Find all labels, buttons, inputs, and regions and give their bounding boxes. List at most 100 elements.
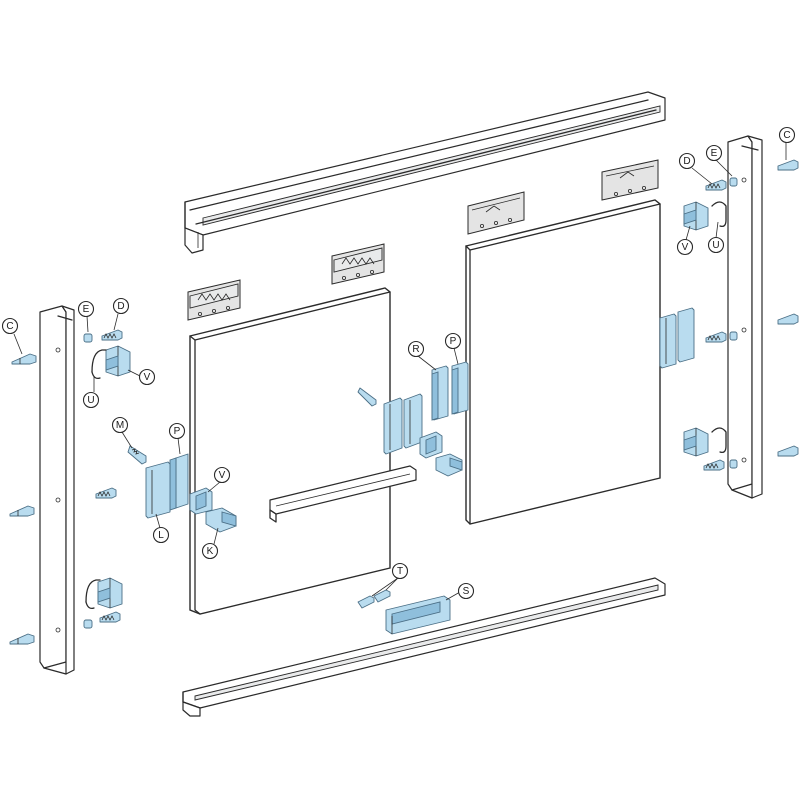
- callout-label: L: [158, 530, 164, 541]
- guide-u-right-bottom: [711, 427, 727, 454]
- callout-v-mid: V: [213, 466, 231, 484]
- washer-e-left: [83, 333, 93, 629]
- callout-u-left: U: [82, 391, 100, 409]
- callout-circle: [77, 300, 95, 318]
- wall-plug-c-1: [11, 353, 37, 365]
- callout-circle: [407, 340, 425, 358]
- callout-k-mid: K: [201, 542, 219, 560]
- callout-label: U: [87, 395, 94, 406]
- right-wall-plugs: [777, 159, 799, 457]
- hanger-right-2: [601, 159, 659, 201]
- profile-l-left: [145, 461, 171, 519]
- callout-l-left: L: [152, 526, 170, 544]
- wall-plug-c-3: [9, 633, 35, 645]
- callout-e-right: E: [705, 144, 723, 162]
- callout-label: R: [412, 344, 419, 355]
- left-door-hangers: [187, 243, 385, 321]
- right-door-hangers: [467, 159, 659, 235]
- callout-circle: [678, 152, 696, 170]
- callout-circle: [138, 368, 156, 386]
- screw-left-2: [95, 487, 117, 499]
- wall-plug-c-2: [9, 505, 35, 517]
- profile-r: [431, 365, 449, 421]
- guide-u-left-top: [91, 349, 107, 380]
- bottom-track: [182, 577, 666, 717]
- callout-d-right: D: [678, 152, 696, 170]
- callout-v-right: V: [676, 238, 694, 256]
- guide-u-right-top: [711, 201, 727, 228]
- screw-m: [127, 445, 147, 465]
- callout-circle: [201, 542, 219, 560]
- callout-circle: [82, 391, 100, 409]
- callout-circle: [213, 466, 231, 484]
- guide-mid: [419, 431, 443, 459]
- callout-circle: [707, 236, 725, 254]
- callout-p-left: P: [168, 422, 186, 440]
- callout-circle: [705, 144, 723, 162]
- screw-t-2: [373, 589, 391, 603]
- callout-label: U: [712, 240, 719, 251]
- screw-t-1: [357, 595, 375, 609]
- callout-circle: [457, 582, 475, 600]
- left-screws: [83, 329, 123, 629]
- callout-label: D: [117, 301, 124, 312]
- callout-circle: [111, 416, 129, 434]
- floor-guide-s: [385, 595, 451, 635]
- hanger-left-1: [187, 279, 241, 321]
- right-wall-profile: [727, 135, 763, 499]
- callout-circle: [168, 422, 186, 440]
- callout-label: D: [683, 156, 690, 167]
- left-wall-profile: [39, 305, 75, 675]
- profile-mid-1: [383, 397, 403, 455]
- washers-e-right: [729, 177, 738, 469]
- connecting-bar: [269, 465, 417, 523]
- callout-e-left: E: [77, 300, 95, 318]
- screw-right-3: [703, 459, 725, 471]
- profile-right-door-edge: [659, 307, 695, 369]
- bottom-guide-hardware: [357, 589, 451, 635]
- callout-label: E: [711, 148, 718, 159]
- screw-r: [357, 387, 377, 407]
- screw-d-left-1: [101, 329, 123, 341]
- left-wall-plugs: [9, 353, 37, 645]
- left-guide-brackets: [85, 345, 131, 610]
- callout-label: C: [6, 321, 13, 332]
- callout-v-left: V: [138, 368, 156, 386]
- guide-v-mid: [189, 487, 213, 515]
- callout-label: V: [219, 470, 226, 481]
- callout-circle: [444, 332, 462, 350]
- callout-t-bottom: T: [391, 562, 409, 580]
- screw-d-right-1: [705, 179, 727, 191]
- hanger-right-1: [467, 191, 525, 235]
- callout-circle: [676, 238, 694, 256]
- guide-v-left-top: [105, 345, 131, 377]
- callout-label: S: [463, 586, 470, 597]
- stopper-k: [205, 507, 237, 533]
- hanger-left-2: [331, 243, 385, 285]
- guide-v-right-bottom: [683, 427, 709, 457]
- guide-u-left-bottom: [85, 579, 101, 610]
- callout-s-bottom: S: [457, 582, 475, 600]
- callout-label: E: [83, 304, 90, 315]
- callout-circle: [778, 126, 796, 144]
- screw-left-3: [99, 611, 121, 623]
- callout-label: M: [116, 420, 124, 431]
- left-door-panel: [189, 287, 391, 615]
- leader-lines: [13, 142, 787, 601]
- callout-circle: [1, 317, 19, 335]
- stopper-mid: [435, 453, 463, 477]
- callout-label: T: [397, 566, 403, 577]
- profile-p-left: [169, 453, 189, 511]
- middle-hardware: [357, 361, 469, 477]
- callout-circle: [391, 562, 409, 580]
- guide-v-right-top: [683, 201, 709, 231]
- callout-p-mid: P: [444, 332, 462, 350]
- callout-label: V: [144, 372, 151, 383]
- callout-c-left-top: C: [1, 317, 19, 335]
- profile-mid-2: [403, 393, 423, 449]
- callout-label: V: [682, 242, 689, 253]
- callout-circle: [152, 526, 170, 544]
- callout-label: K: [207, 546, 214, 557]
